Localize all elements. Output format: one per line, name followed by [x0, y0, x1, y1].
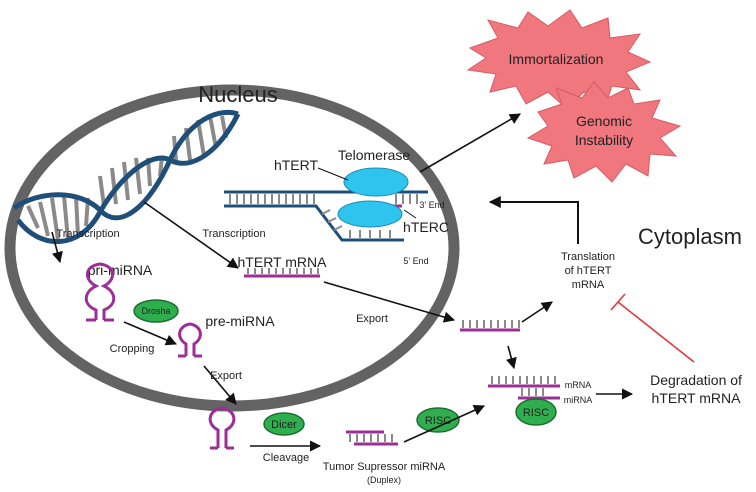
hterc-pointer — [403, 209, 417, 219]
htert-label: hTERT — [274, 157, 319, 173]
translation-arrow — [521, 301, 553, 323]
telomerase-to-phenotype-arrow — [419, 113, 521, 173]
export-nucleus-label: Export — [356, 313, 388, 325]
inhibition-bar-icon — [610, 293, 695, 363]
transcription-arrow-right — [143, 201, 239, 269]
starburst-icon — [526, 81, 682, 183]
tumor-suppressor-label-line1: Tumor Supressor miRNA — [323, 461, 446, 473]
htert-pointer — [317, 167, 349, 181]
risc-left-enzyme — [416, 407, 460, 433]
htert-protein — [343, 167, 409, 197]
dicer-label: Dicer — [271, 419, 297, 431]
drosha-label: Drosha — [141, 306, 170, 316]
genomic-instability-burst: Genomic Instability — [526, 81, 682, 183]
htert-mrna-label: hTERT mRNA — [238, 254, 328, 270]
immortalization-burst: Immortalization — [466, 9, 652, 109]
dicer-enzyme — [263, 412, 305, 436]
hairpin-icon — [84, 262, 116, 322]
genomic-instability-label-line2: Instability — [575, 132, 633, 148]
mrna-strand-icon — [244, 268, 320, 278]
cleavage-label: Cleavage — [263, 452, 309, 464]
translation-label-line3: mRNA — [572, 279, 605, 291]
hterc-protein — [337, 200, 403, 228]
three-end-label: 3’ End — [419, 200, 444, 210]
degradation-label-line2: hTERT mRNA — [652, 390, 742, 406]
mrna-tag-label: mRNA — [565, 380, 592, 390]
genomic-instability-label-line1: Genomic — [576, 113, 632, 129]
five-end-label: 5’ End — [403, 256, 428, 266]
translation-label-line1: Translation — [561, 251, 615, 263]
dna-helix-icon — [12, 109, 241, 245]
transcription-left-label: Transcription — [56, 228, 119, 240]
mrna-export-arrow — [323, 281, 456, 323]
hairpin-icon — [178, 322, 202, 358]
pre-mirna-label: pre-miRNA — [205, 313, 275, 329]
degradation-label-line1: Degradation of — [650, 372, 742, 388]
risc-left-label: RISC — [425, 415, 451, 427]
transcription-right-label: Transcription — [202, 228, 265, 240]
telomerase-label: Telomerase — [338, 147, 411, 163]
nucleus-label: Nucleus — [198, 82, 277, 107]
risc-right-label: RISC — [523, 407, 549, 419]
mirna-tag-label: miRNA — [564, 395, 593, 405]
mrna-mirna-complex: RISC — [488, 376, 560, 426]
mrna-to-complex-arrow — [505, 345, 517, 370]
nucleus-membrane — [4, 84, 460, 412]
enzyme-oval-icon — [515, 398, 557, 426]
cytoplasm-label: Cytoplasm — [638, 224, 742, 249]
translation-to-telomerase-arrow — [488, 196, 579, 244]
translation-label-line2: of hTERT — [565, 265, 612, 277]
starburst-icon — [466, 9, 652, 109]
hterc-label: hTERC — [403, 219, 449, 235]
drosha-enzyme — [133, 299, 179, 323]
hairpin-icon — [208, 406, 236, 450]
mirna-duplex — [346, 430, 398, 446]
cropping-arrow — [123, 321, 178, 346]
risc-loading-arrow — [403, 405, 486, 443]
transcription-arrow-left — [51, 231, 63, 264]
export-mirna-label: Export — [210, 370, 242, 382]
mrna-strand-icon — [460, 320, 520, 332]
immortalization-label: Immortalization — [509, 51, 604, 67]
cropping-label: Cropping — [110, 343, 155, 355]
pre-mirna-export-arrow — [203, 365, 237, 405]
tumor-suppressor-label-line2: (Duplex) — [367, 475, 401, 485]
